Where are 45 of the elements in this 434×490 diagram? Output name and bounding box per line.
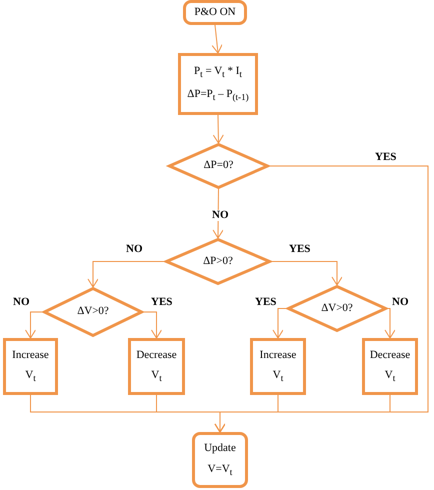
arrow — [214, 394, 390, 432]
node-text: Increase — [12, 348, 49, 362]
arrow — [272, 308, 288, 338]
decision-diamond — [43, 287, 143, 337]
edge-label: NO — [12, 297, 30, 308]
process-box — [128, 338, 185, 395]
edge-label: NO — [211, 210, 230, 221]
arrow — [212, 114, 224, 144]
decision-diamond — [287, 285, 387, 332]
edge-label: NO — [391, 297, 410, 308]
edge-label: NO — [125, 244, 144, 255]
node-text: V$_{t}$ — [151, 369, 162, 384]
node-text: ΔP>0? — [203, 254, 233, 268]
node-text: Decrease — [136, 348, 177, 362]
node-text: V$_{t}$ — [384, 369, 396, 384]
process-box — [3, 338, 58, 395]
arrow — [384, 308, 396, 338]
node-text: Decrease — [370, 348, 410, 362]
edge-label: YES — [374, 152, 398, 163]
process-box — [362, 338, 418, 395]
arrow — [25, 312, 44, 338]
terminal-box — [192, 432, 248, 488]
arrow — [212, 24, 223, 54]
edge-label: YES — [254, 297, 278, 308]
process-box — [250, 338, 306, 395]
terminal-box — [183, 0, 247, 25]
edge-label: YES — [150, 297, 174, 308]
node-text: V$_{t}$ — [272, 369, 284, 384]
node-text: ΔP=P$_{t}$ – P$_{(t-1)}$ — [187, 88, 249, 104]
node-text: P$_{t}$ = V$_{t}$ * I$_{t}$ — [194, 64, 242, 80]
edge-label: YES — [288, 244, 312, 255]
node-text: ΔV>0? — [77, 305, 109, 319]
arrow — [88, 261, 166, 288]
arrow — [142, 312, 162, 338]
arrow — [270, 261, 342, 286]
process-box — [178, 53, 258, 115]
node-text: Update — [204, 442, 236, 456]
node-text: ΔV>0? — [321, 302, 353, 316]
node-text: P&O ON — [194, 6, 236, 20]
node-text: V$_{t}$ — [25, 369, 36, 384]
decision-diamond — [168, 143, 269, 189]
decision-diamond — [165, 238, 271, 285]
node-text: ΔP=0? — [204, 159, 234, 173]
node-text: Increase — [260, 348, 296, 362]
node-text: V=V$_{t}$ — [208, 462, 232, 478]
